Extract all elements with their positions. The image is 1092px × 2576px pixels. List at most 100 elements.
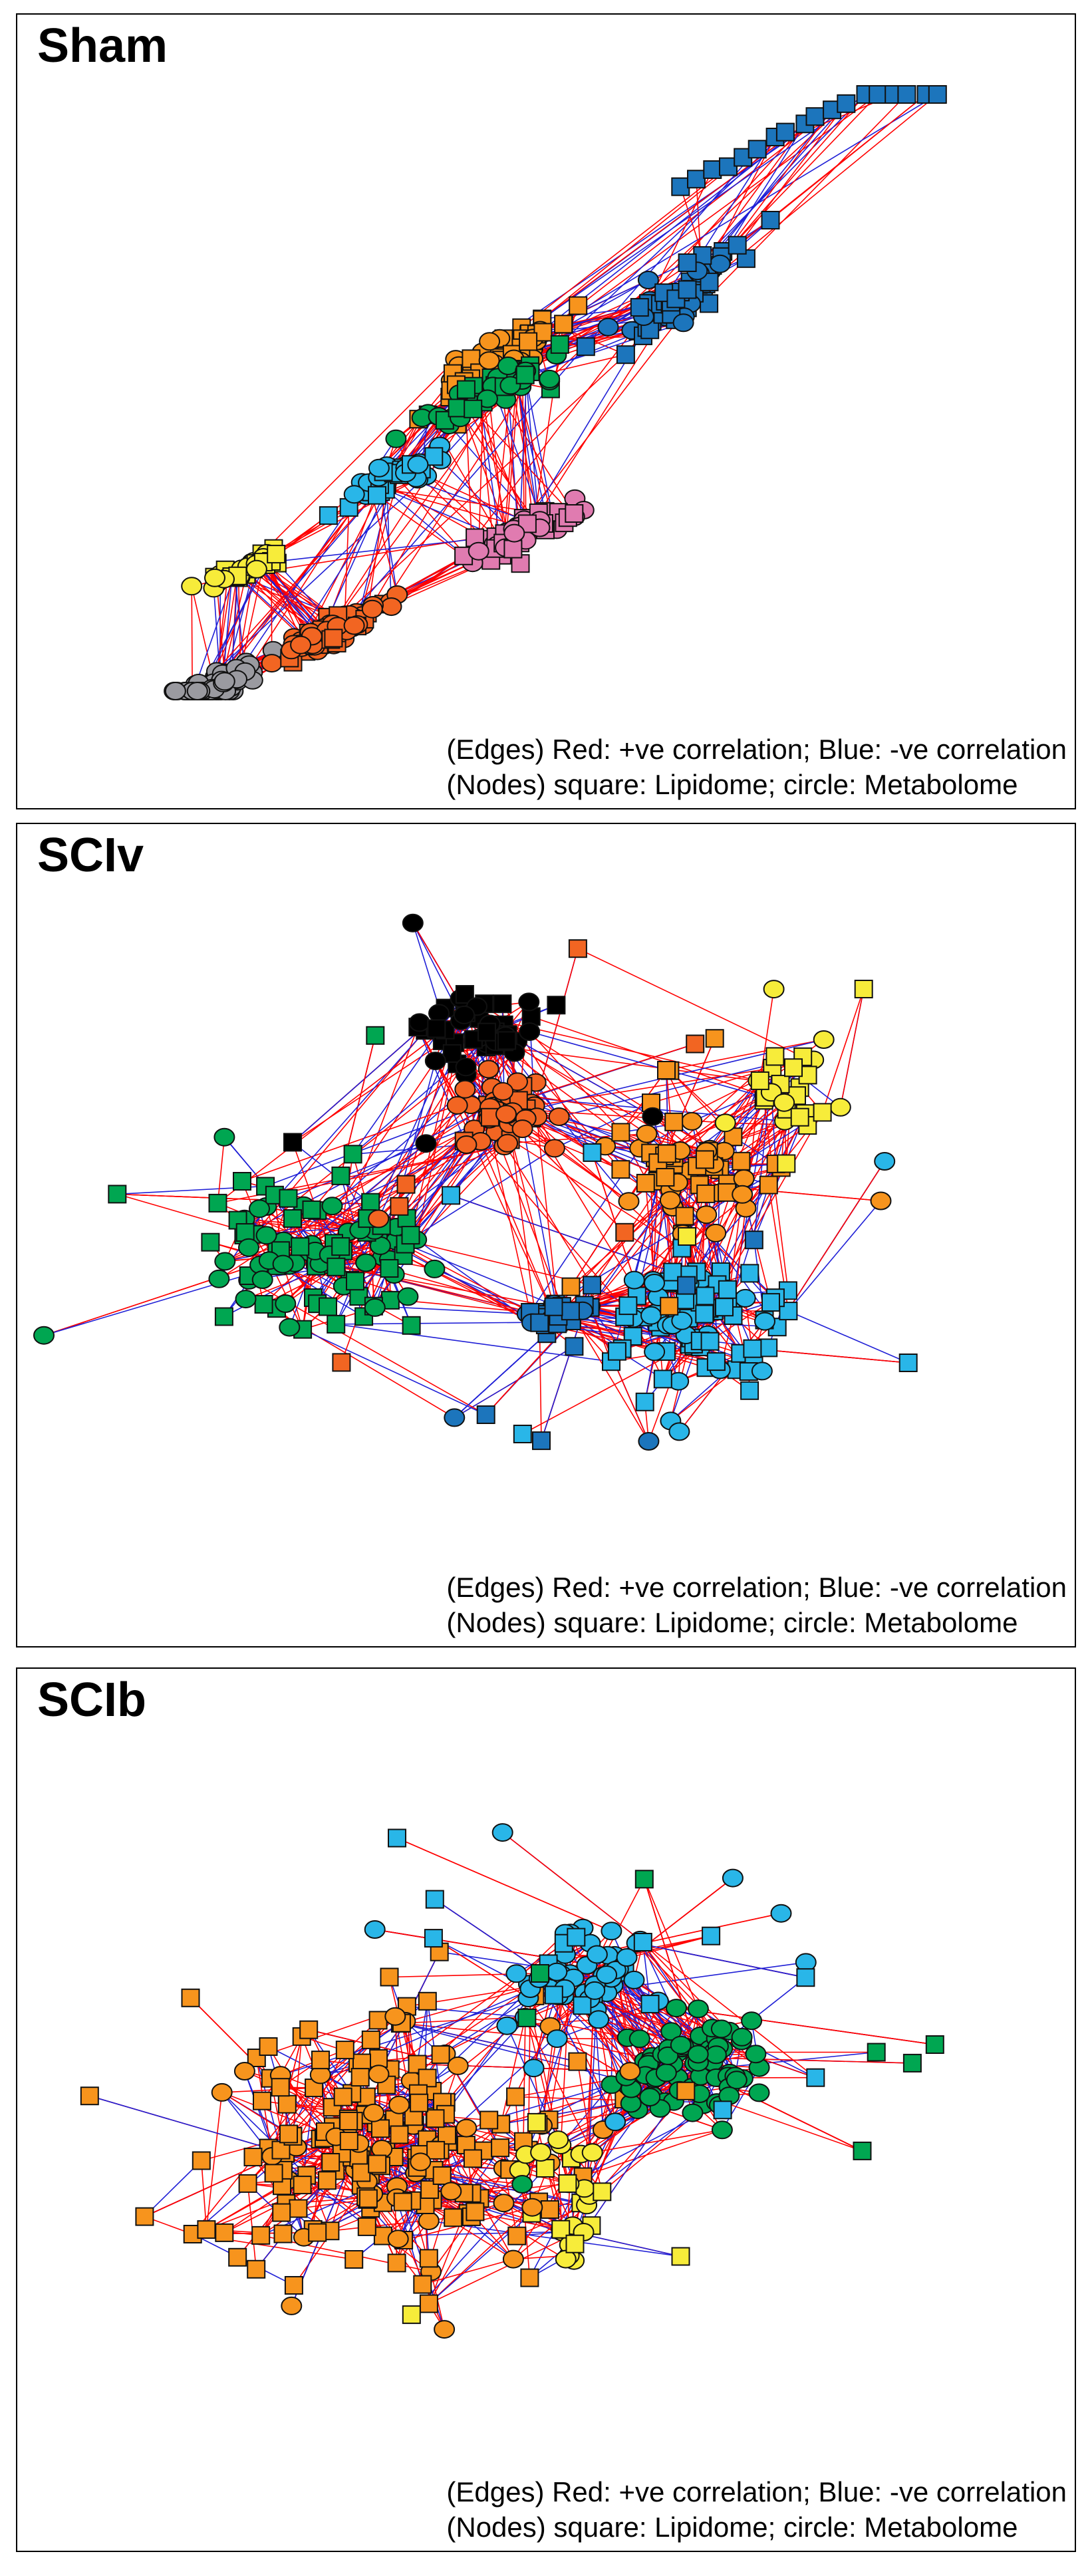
- metabolome-node: [208, 1269, 230, 1288]
- lipidome-node: [358, 2189, 378, 2208]
- lipidome-node: [426, 2140, 446, 2160]
- metabolome-node: [385, 429, 407, 448]
- lipidome-node: [507, 2226, 527, 2245]
- metabolome-node: [666, 1999, 687, 2018]
- metabolome-node: [446, 1095, 468, 1115]
- lipidome-node: [796, 1968, 815, 1987]
- lipidome-node: [611, 1123, 630, 1142]
- metabolome-node: [770, 1904, 792, 1923]
- lipidome-node: [368, 2011, 388, 2030]
- metabolome-node: [362, 2103, 384, 2122]
- lipidome-node: [902, 2053, 922, 2073]
- correlation-edge: [265, 564, 323, 631]
- lipidome-node: [243, 2148, 263, 2167]
- lipidome-node: [233, 1172, 251, 1191]
- lipidome-node: [369, 2049, 388, 2068]
- lipidome-node: [517, 2008, 537, 2027]
- lipidome-node: [675, 1207, 694, 1226]
- lipidome-node: [867, 2043, 886, 2062]
- lipidome-node: [331, 1166, 350, 1185]
- lipidome-node: [339, 2132, 358, 2150]
- legend: (Edges) Red: +ve correlation; Blue: -ve …: [446, 2474, 1067, 2546]
- panel-title: SCIv: [37, 829, 144, 882]
- lipidome-node: [573, 1996, 592, 2015]
- correlation-edge: [670, 1369, 738, 1422]
- lipidome-node: [480, 1107, 499, 1127]
- lipidome-node: [344, 2250, 364, 2269]
- lipidome-node: [554, 315, 573, 334]
- sciv-network-graph: [33, 913, 918, 1451]
- correlation-edge: [450, 1195, 673, 1273]
- lipidome-node: [388, 1828, 406, 1848]
- lipidome-node: [928, 85, 947, 104]
- lipidome-node: [283, 1209, 302, 1228]
- lipidome-node: [520, 2268, 539, 2287]
- lipidome-node: [695, 1150, 714, 1169]
- lipidome-node: [335, 2041, 354, 2060]
- metabolome-node: [521, 2198, 543, 2217]
- lipidome-node: [235, 1223, 255, 1242]
- metabolome-node: [523, 2059, 545, 2078]
- lipidome-node: [419, 2249, 438, 2268]
- lipidome-node: [419, 2294, 438, 2313]
- correlation-edge: [636, 1942, 806, 1978]
- metabolome-node: [616, 1948, 638, 1967]
- metabolome-node: [518, 992, 540, 1012]
- metabolome-node: [279, 1318, 301, 1337]
- lipidome-node: [853, 2141, 872, 2160]
- metabolome-node: [204, 568, 225, 587]
- correlation-edge: [499, 109, 833, 339]
- lipidome-node: [201, 1232, 220, 1252]
- lipidome-node: [253, 2091, 271, 2110]
- metabolome-node: [732, 1185, 753, 1204]
- lipidome-node: [565, 504, 584, 523]
- correlation-edge: [241, 1105, 458, 1182]
- lipidome-node: [761, 211, 780, 229]
- metabolome-node: [754, 1312, 775, 1331]
- lipidome-node: [660, 1296, 679, 1316]
- lipidome-node: [491, 2138, 510, 2158]
- lipidome-node: [503, 539, 523, 559]
- lipidome-node: [238, 2174, 257, 2193]
- lipidome-node: [251, 2225, 271, 2245]
- lipidome-node: [653, 1369, 672, 1389]
- lipidome-node: [478, 1022, 496, 1042]
- lipidome-node: [308, 2223, 327, 2242]
- metabolome-node: [628, 2029, 650, 2049]
- lipidome-node: [327, 1257, 346, 1276]
- metabolome-node: [368, 2065, 390, 2084]
- lipidome-node: [479, 2110, 499, 2130]
- correlation-edge: [202, 475, 427, 685]
- correlation-edge: [821, 988, 865, 1113]
- correlation-edge: [788, 1310, 909, 1363]
- metabolome-node: [748, 2083, 770, 2102]
- lipidome-node: [181, 1988, 200, 2007]
- correlation-edge: [323, 148, 758, 646]
- lipidome-node: [393, 2192, 412, 2212]
- metabolome-node: [637, 271, 659, 289]
- lipidome-node: [396, 1175, 416, 1194]
- correlation-edge: [570, 1310, 650, 1442]
- lipidome-node: [813, 1103, 832, 1122]
- metabolome-node: [519, 1022, 541, 1042]
- lipidome-node: [700, 1332, 720, 1351]
- correlation-edge: [639, 123, 805, 308]
- correlation-edge: [204, 472, 394, 692]
- correlation-edge: [217, 1012, 467, 1204]
- lipidome-node: [527, 2112, 546, 2132]
- lipidome-node: [700, 272, 719, 291]
- lipidome-node: [431, 2045, 450, 2065]
- lipidome-node: [790, 1107, 809, 1127]
- lipidome-node: [519, 332, 538, 351]
- lipidome-node: [713, 2100, 732, 2120]
- lipidome-node: [550, 335, 569, 354]
- metabolome-node: [496, 2016, 518, 2035]
- metabolome-node: [434, 2320, 456, 2339]
- lipidome-node: [805, 107, 825, 126]
- metabolome-node: [281, 2296, 303, 2315]
- correlation-edge: [591, 1152, 635, 1280]
- lipidome-node: [759, 1175, 778, 1195]
- lipidome-node: [696, 1184, 716, 1203]
- metabolome-node: [511, 1119, 533, 1139]
- lipidome-node: [615, 1222, 634, 1242]
